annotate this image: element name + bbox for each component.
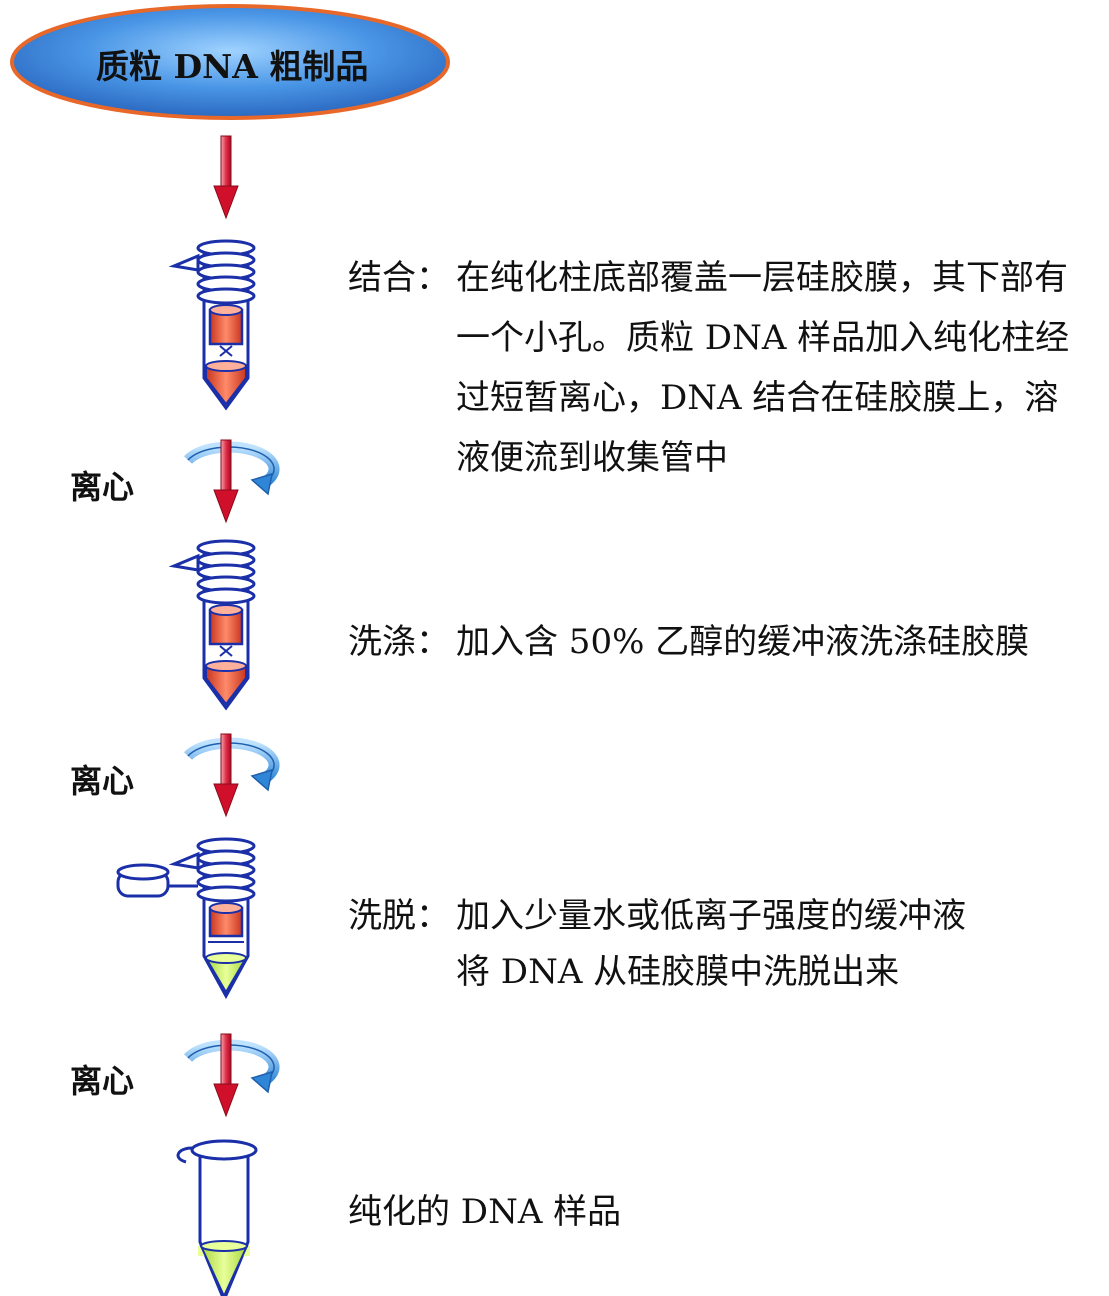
step-elute-heading: 洗脱： [348, 896, 450, 936]
start-label: 质粒 DNA 粗制品 [96, 47, 369, 86]
column-tube-bind [172, 239, 256, 410]
step-bind-line-2: 一个小孔。质粒 DNA 样品加入纯化柱经 [456, 318, 1070, 358]
spin-label: 离心 [70, 762, 135, 800]
spin-label: 离心 [70, 1062, 135, 1100]
flow-arrow [213, 135, 239, 219]
column-tube-wash [172, 539, 256, 710]
start-ellipse [10, 4, 450, 120]
step-bind-heading: 结合： [348, 258, 450, 298]
step-elute-line-2: 将 DNA 从硅胶膜中洗脱出来 [456, 952, 900, 992]
collection-tube-final [176, 1139, 258, 1296]
column-tube-elute [116, 837, 256, 1000]
step-wash-line-1: 加入含 50% 乙醇的缓冲液洗涤硅胶膜 [456, 622, 1030, 662]
step-wash-heading: 洗涤： [348, 622, 450, 662]
spin-label: 离心 [70, 468, 135, 506]
step-elute-line-1: 加入少量水或低离子强度的缓冲液 [456, 896, 966, 936]
step-bind-line-4: 液便流到收集管中 [456, 438, 728, 478]
step-bind-line-3: 过短暂离心，DNA 结合在硅胶膜上，溶 [456, 378, 1059, 418]
step-bind-line-1: 在纯化柱底部覆盖一层硅胶膜，其下部有 [456, 258, 1068, 298]
result-label: 纯化的 DNA 样品 [348, 1192, 622, 1232]
